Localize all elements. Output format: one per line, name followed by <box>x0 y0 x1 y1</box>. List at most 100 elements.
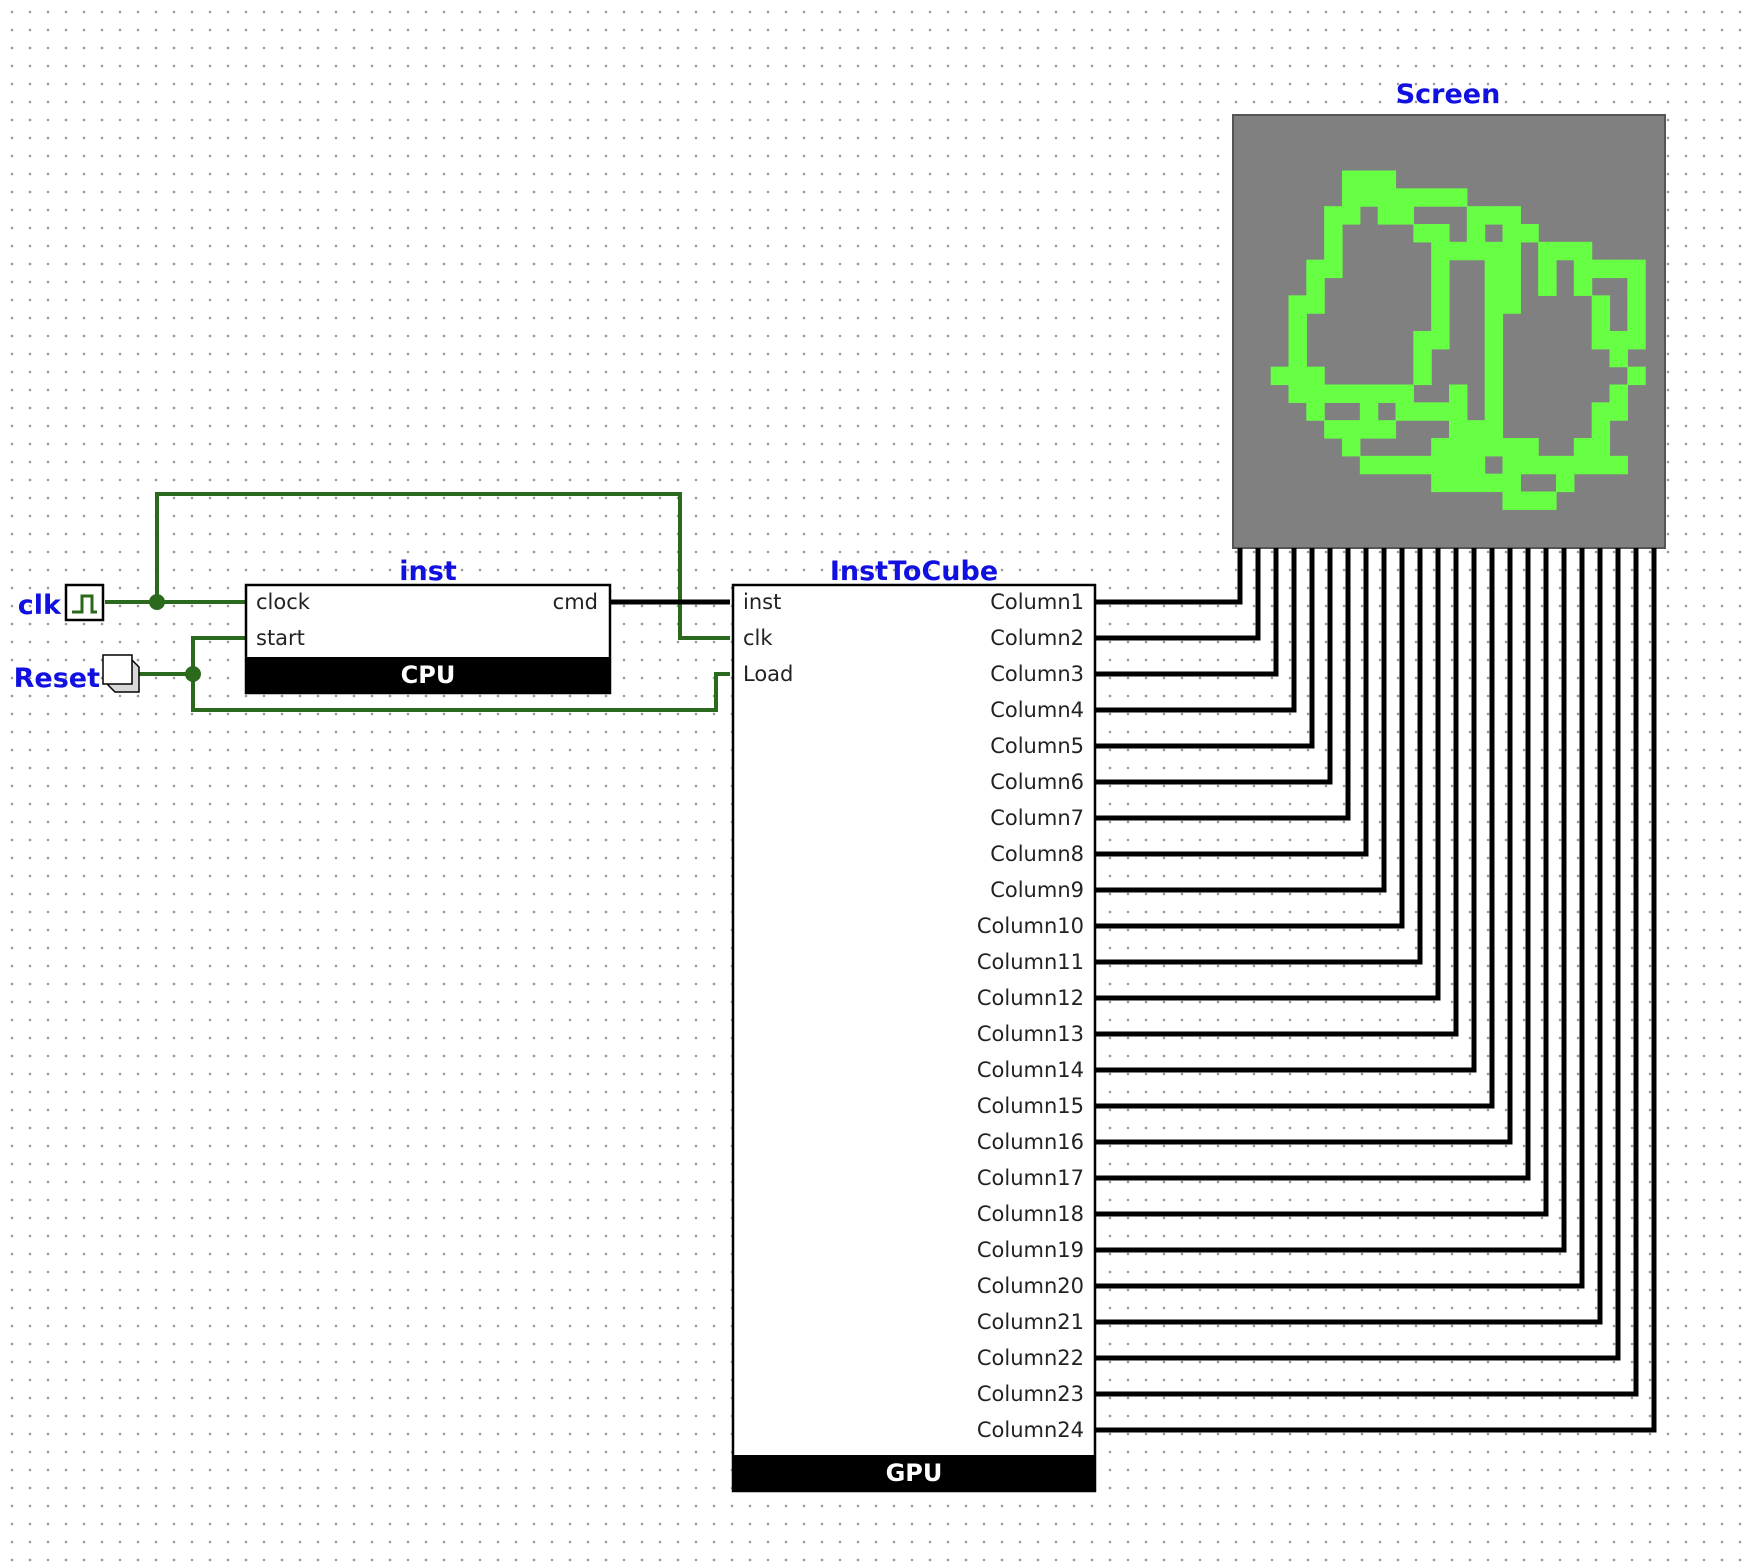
column-bus-wire <box>1095 548 1315 749</box>
gpu-port-column: Column22 <box>977 1346 1084 1370</box>
screen-pixel <box>1449 455 1468 475</box>
screen-pixel <box>1377 420 1397 439</box>
screen-pixel <box>1395 206 1414 225</box>
clock-input[interactable]: clk <box>18 583 105 622</box>
cpu-component[interactable]: inst CPU clock start cmd <box>244 556 612 695</box>
screen-pixel <box>1591 313 1611 332</box>
screen-pixel <box>1538 491 1557 510</box>
screen-pixel <box>1609 259 1628 279</box>
screen-pixel <box>1395 402 1414 421</box>
gpu-body <box>731 583 1097 1493</box>
clock-icon <box>64 583 105 622</box>
screen-pixel <box>1466 438 1486 457</box>
reset-to-cpu-wire <box>191 636 245 674</box>
column-bus-wire <box>1095 548 1603 1325</box>
screen-pixel <box>1484 348 1504 368</box>
screen-pixel <box>1556 241 1575 261</box>
screen-pixel <box>1306 259 1325 279</box>
screen-pixel <box>1520 438 1539 457</box>
screen-pixel <box>1324 241 1343 261</box>
gpu-port-column: Column4 <box>990 698 1084 722</box>
screen-pixel <box>1573 438 1593 457</box>
gpu-column-ports: Column1Column2Column3Column4Column5Colum… <box>977 590 1084 1442</box>
screen-pixel <box>1413 402 1432 421</box>
column-bus-wire <box>1095 548 1297 713</box>
gpu-component[interactable]: InstToCube GPU inst clk Load Column1Colu… <box>731 556 1097 1493</box>
screen-pixel <box>1538 241 1557 261</box>
reset-button[interactable]: Reset <box>14 654 140 694</box>
screen-pixel <box>1609 402 1628 421</box>
screen-pixel <box>1377 384 1397 403</box>
screen-pixel <box>1377 188 1397 207</box>
reset-to-gpu-wire <box>191 672 730 712</box>
screen-pixel <box>1413 366 1432 386</box>
screen-pixel <box>1449 384 1468 403</box>
reset-junction <box>185 666 201 682</box>
screen-pixel <box>1591 402 1611 421</box>
screen-pixel <box>1449 241 1468 261</box>
screen-pixel <box>1342 384 1361 403</box>
screen-pixel <box>1377 206 1397 225</box>
screen-pixel <box>1627 259 1646 279</box>
screen-pixel <box>1431 188 1450 207</box>
screen-pixel <box>1556 455 1575 475</box>
screen-pixel <box>1627 277 1646 296</box>
gpu-port-column: Column11 <box>977 950 1084 974</box>
screen-pixel <box>1324 420 1343 439</box>
screen-pixel <box>1395 384 1414 403</box>
screen-title: Screen <box>1396 79 1501 110</box>
screen-pixel <box>1609 331 1628 350</box>
square-wave-icon <box>72 594 97 614</box>
gpu-port-inst: inst <box>743 590 781 614</box>
gpu-port-column: Column13 <box>977 1022 1084 1046</box>
screen-pixel <box>1306 366 1325 386</box>
screen-pixel <box>1484 331 1504 350</box>
gpu-port-column: Column15 <box>977 1094 1084 1118</box>
gpu-port-column: Column20 <box>977 1274 1084 1298</box>
screen-pixel <box>1288 313 1307 332</box>
screen-pixel <box>1449 188 1468 207</box>
gpu-port-column: Column23 <box>977 1382 1084 1406</box>
screen-pixel <box>1395 188 1414 207</box>
gpu-port-column: Column6 <box>990 770 1084 794</box>
column-bus-wire <box>1095 548 1513 1145</box>
screen-pixel <box>1484 259 1504 279</box>
gpu-port-column: Column8 <box>990 842 1084 866</box>
screen-pixel <box>1288 295 1307 314</box>
gpu-instance-title: InstToCube <box>830 556 998 587</box>
cpu-port-start: start <box>256 626 305 650</box>
screen-pixel <box>1609 455 1628 475</box>
screen-pixel <box>1413 331 1432 350</box>
screen-component[interactable]: Screen <box>1232 79 1666 549</box>
gpu-port-column: Column1 <box>990 590 1084 614</box>
screen-pixel <box>1449 473 1468 493</box>
gpu-port-clk: clk <box>743 626 773 650</box>
screen-pixel <box>1484 420 1504 439</box>
screen-pixels <box>1270 170 1646 510</box>
clk-label: clk <box>18 590 62 621</box>
screen-pixel <box>1520 491 1539 510</box>
screen-pixel <box>1466 241 1486 261</box>
screen-pixel <box>1591 438 1611 457</box>
screen-pixel <box>1609 348 1628 368</box>
screen-pixel <box>1556 473 1575 493</box>
gpu-type-label: GPU <box>886 1459 943 1487</box>
screen-pixel <box>1342 188 1361 207</box>
screen-pixel <box>1484 366 1504 386</box>
screen-pixel <box>1538 259 1557 279</box>
gpu-port-column: Column3 <box>990 662 1084 686</box>
screen-pixel <box>1627 331 1646 350</box>
screen-pixel <box>1573 277 1593 296</box>
column-bus-wire <box>1095 548 1657 1433</box>
screen-pixel <box>1466 473 1486 493</box>
screen-pixel <box>1431 455 1450 475</box>
screen-pixel <box>1484 295 1504 314</box>
screen-pixel <box>1413 224 1432 243</box>
screen-pixel <box>1306 384 1325 403</box>
screen-pixel <box>1342 420 1361 439</box>
screen-pixel <box>1359 455 1379 475</box>
screen-pixel <box>1377 455 1397 475</box>
screen-pixel <box>1466 224 1486 243</box>
screen-pixel <box>1609 384 1628 403</box>
screen-pixel <box>1466 206 1486 225</box>
